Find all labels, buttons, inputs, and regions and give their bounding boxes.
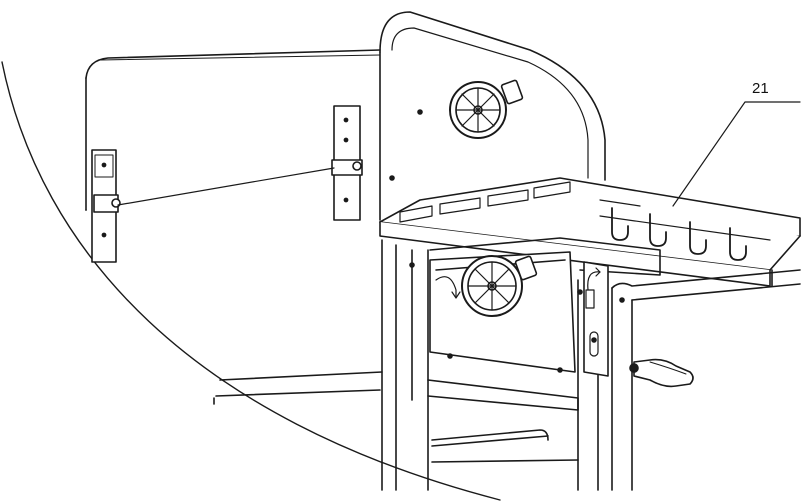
grill-body	[86, 50, 380, 210]
lower-air-vent	[462, 256, 537, 316]
latch-plate	[584, 262, 608, 376]
lid-hinge-left	[92, 150, 120, 262]
lid-seam-line	[118, 168, 334, 205]
side-shelf	[380, 178, 800, 286]
callout-label-21: 21	[752, 80, 769, 97]
lid-hinge-right	[332, 106, 362, 220]
upper-air-vent	[450, 80, 523, 138]
side-end-cap	[380, 12, 605, 220]
lower-cabinet	[214, 372, 578, 462]
detail-view-arc	[2, 62, 500, 500]
callout-leader-21	[673, 102, 800, 206]
tool-hooks	[612, 208, 746, 260]
handle-knob	[630, 360, 693, 387]
